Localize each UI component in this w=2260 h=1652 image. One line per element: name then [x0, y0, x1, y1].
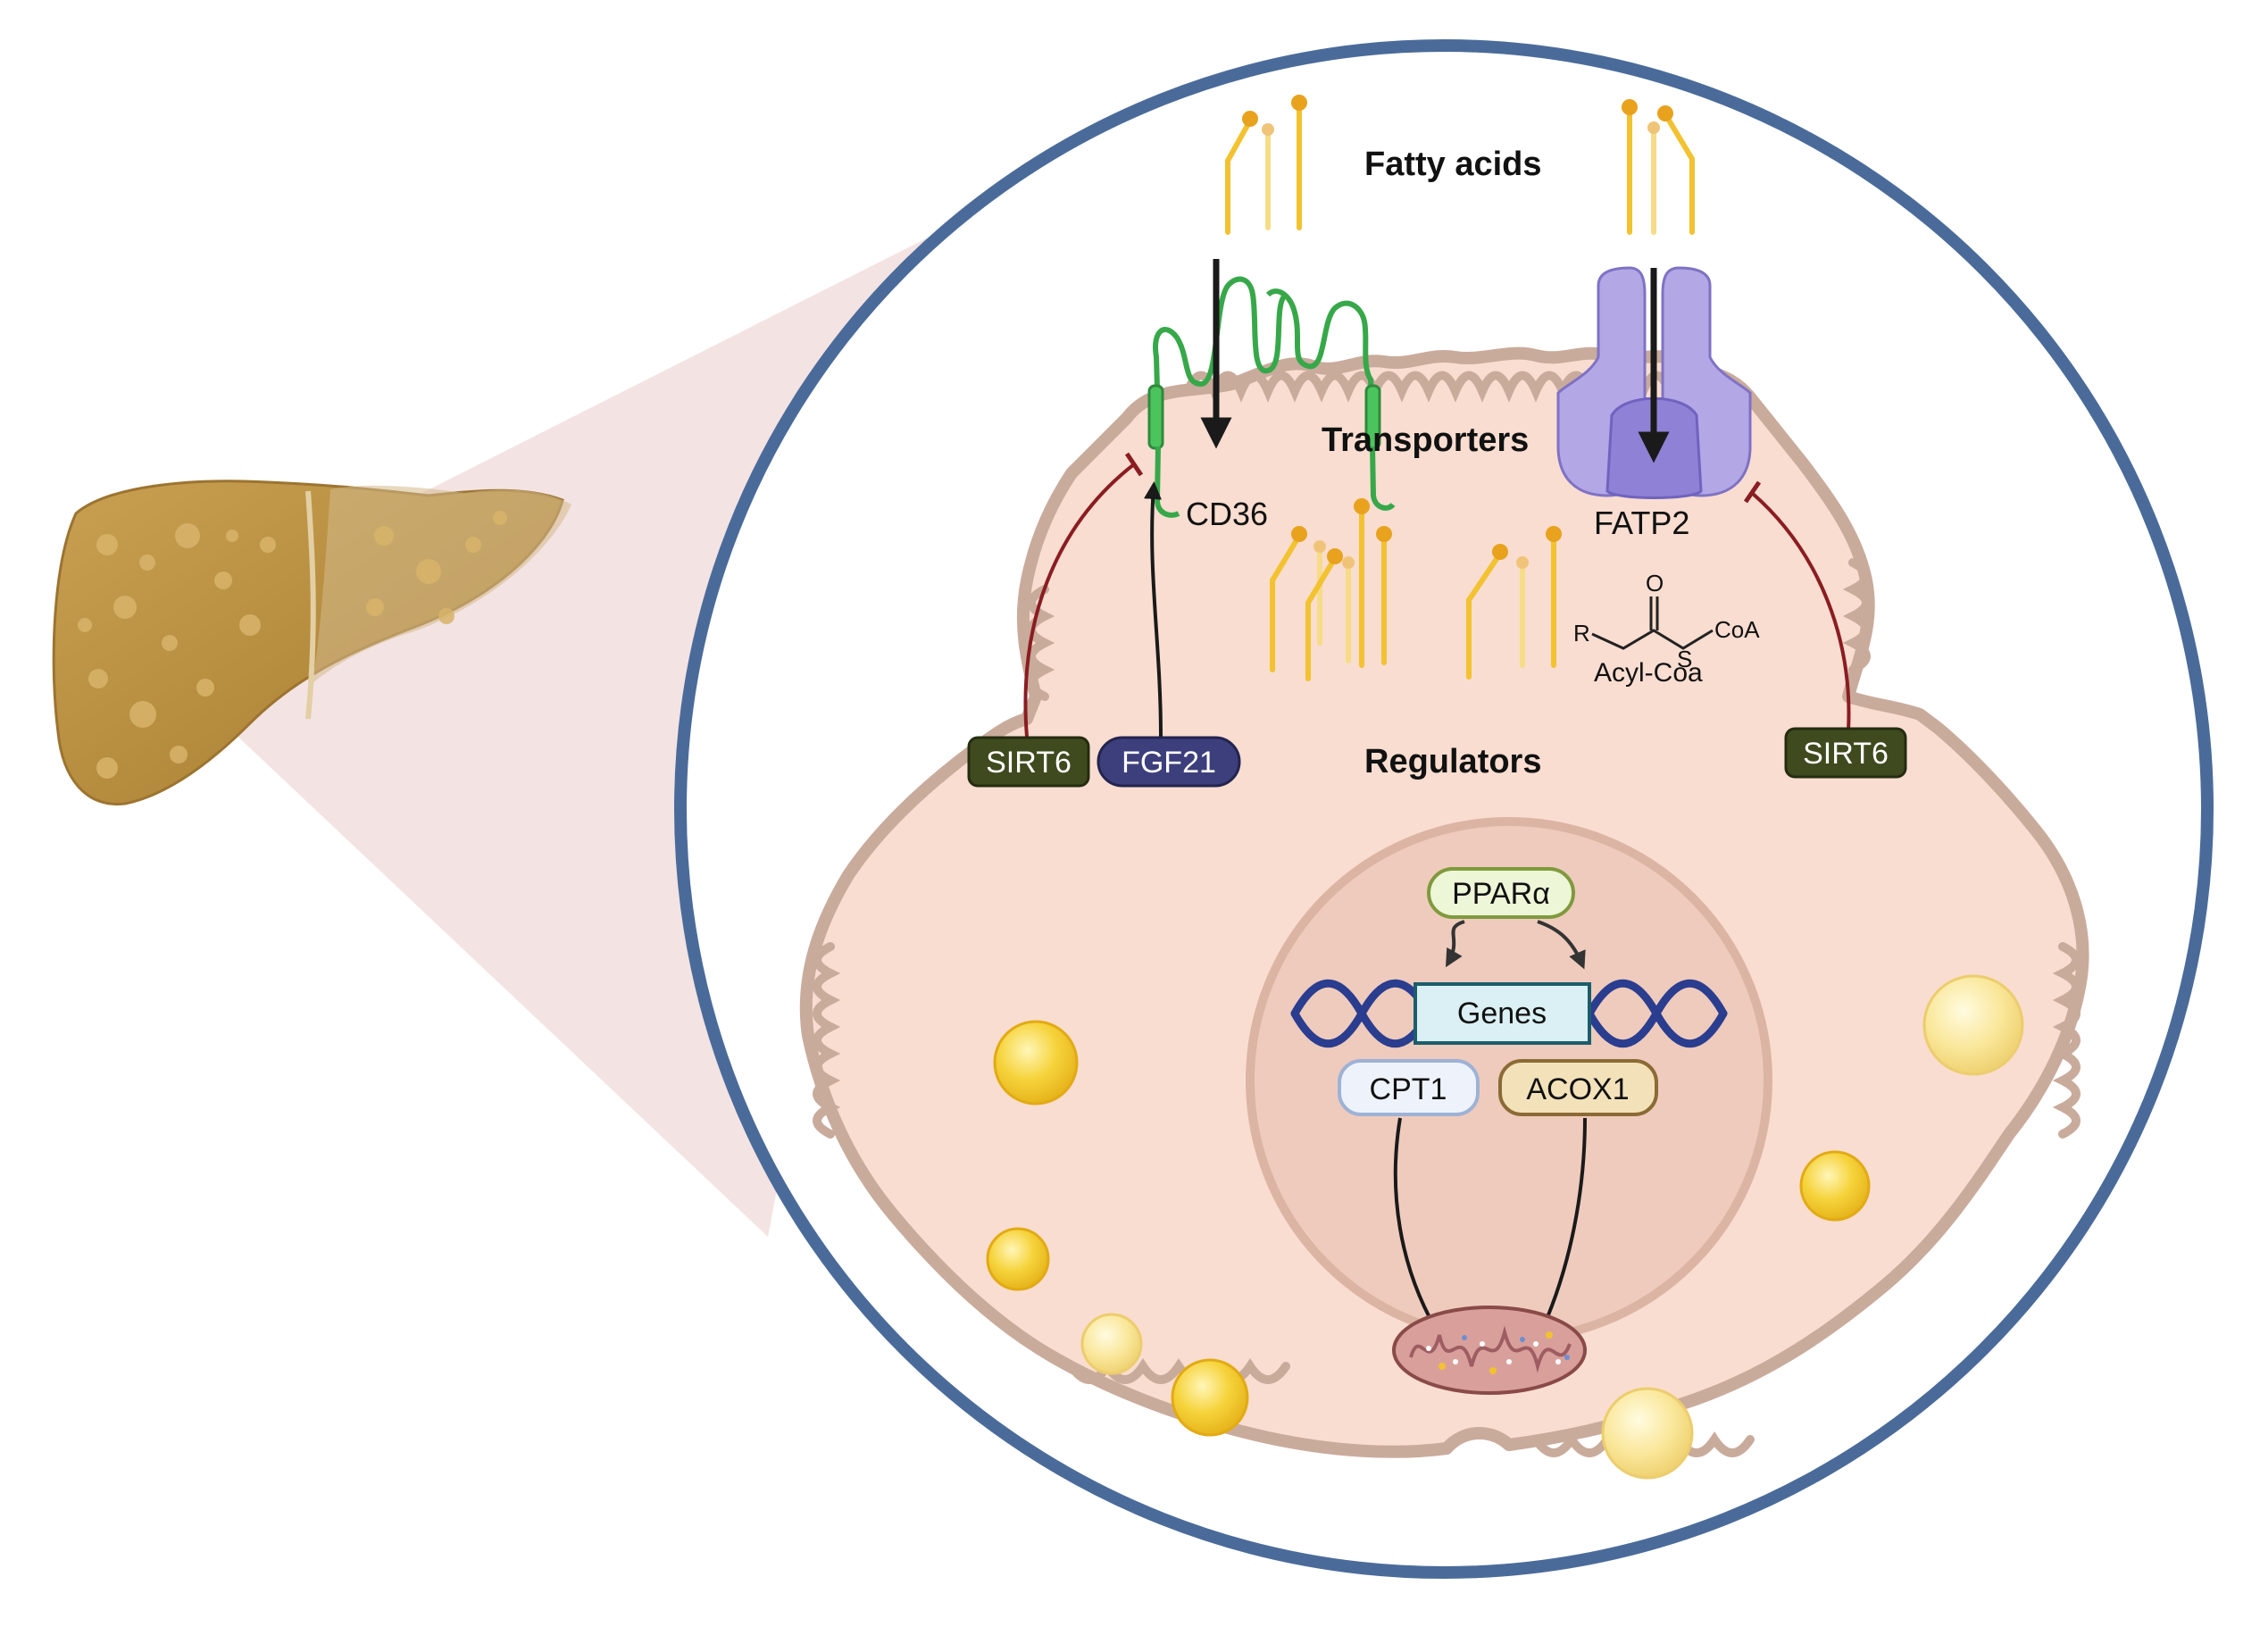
- dna-helix-icon: [1290, 979, 1728, 1048]
- fgf21-label: FGF21: [1122, 746, 1216, 780]
- sirt6-left-label: SIRT6: [986, 746, 1072, 780]
- acox1-pill: ACOX1: [1498, 1059, 1658, 1116]
- chem-o-label: O: [1646, 570, 1664, 597]
- fatp2-transporter-icon: [1556, 266, 1752, 499]
- ppara-arrow-right: [1537, 920, 1586, 970]
- chem-coa-label: CoA: [1714, 616, 1760, 643]
- chem-r-label: R: [1573, 620, 1590, 647]
- acox1-arrow: [1534, 1117, 1587, 1345]
- ppara-label: PPARα: [1452, 877, 1550, 911]
- sirt6-left-pill: SIRT6: [967, 736, 1090, 788]
- cd36-transporter-icon: [1147, 259, 1396, 518]
- fatty-acids-label: Fatty acids: [1364, 146, 1542, 183]
- ppara-arrow-left: [1446, 920, 1465, 968]
- regulation-arrows: [1023, 452, 1851, 738]
- acyl-coa-structure: R O S CoA Acyl-Coa: [1573, 570, 1760, 688]
- genes-box: Genes: [1414, 982, 1591, 1045]
- zoom-circle-border: [674, 39, 2214, 1579]
- cd36-label: CD36: [1186, 496, 1268, 532]
- fgf21-pill: FGF21: [1097, 736, 1241, 788]
- fgf21-activation: [1144, 481, 1163, 738]
- acyl-coa-label: Acyl-Coa: [1594, 658, 1703, 688]
- chem-s-label: S: [1677, 646, 1692, 672]
- sirt6-right-label: SIRT6: [1803, 737, 1889, 771]
- ppara-pill: PPARα: [1427, 867, 1575, 919]
- intracellular-fatty-acids: [1270, 498, 1562, 681]
- sirt6-left-inhibition: [1023, 463, 1136, 738]
- mitochondrion-icon: [1392, 1306, 1587, 1395]
- sirt6-right-pill: SIRT6: [1784, 727, 1907, 779]
- cpt1-pill: CPT1: [1338, 1059, 1480, 1116]
- regulators-label: Regulators: [1364, 743, 1541, 780]
- lipid-droplet-icon: [986, 974, 2024, 1480]
- cpt1-arrow: [1393, 1117, 1446, 1345]
- fatp2-label: FATP2: [1594, 505, 1689, 541]
- acox1-label: ACOX1: [1526, 1072, 1629, 1106]
- liver-icon: [52, 480, 571, 805]
- transporters-label: Transporters: [1322, 421, 1529, 459]
- sirt6-right-inhibition: [1750, 491, 1851, 731]
- fatty-acid-icon: [1225, 95, 1695, 235]
- cpt1-label: CPT1: [1370, 1072, 1447, 1106]
- genes-label: Genes: [1457, 997, 1547, 1030]
